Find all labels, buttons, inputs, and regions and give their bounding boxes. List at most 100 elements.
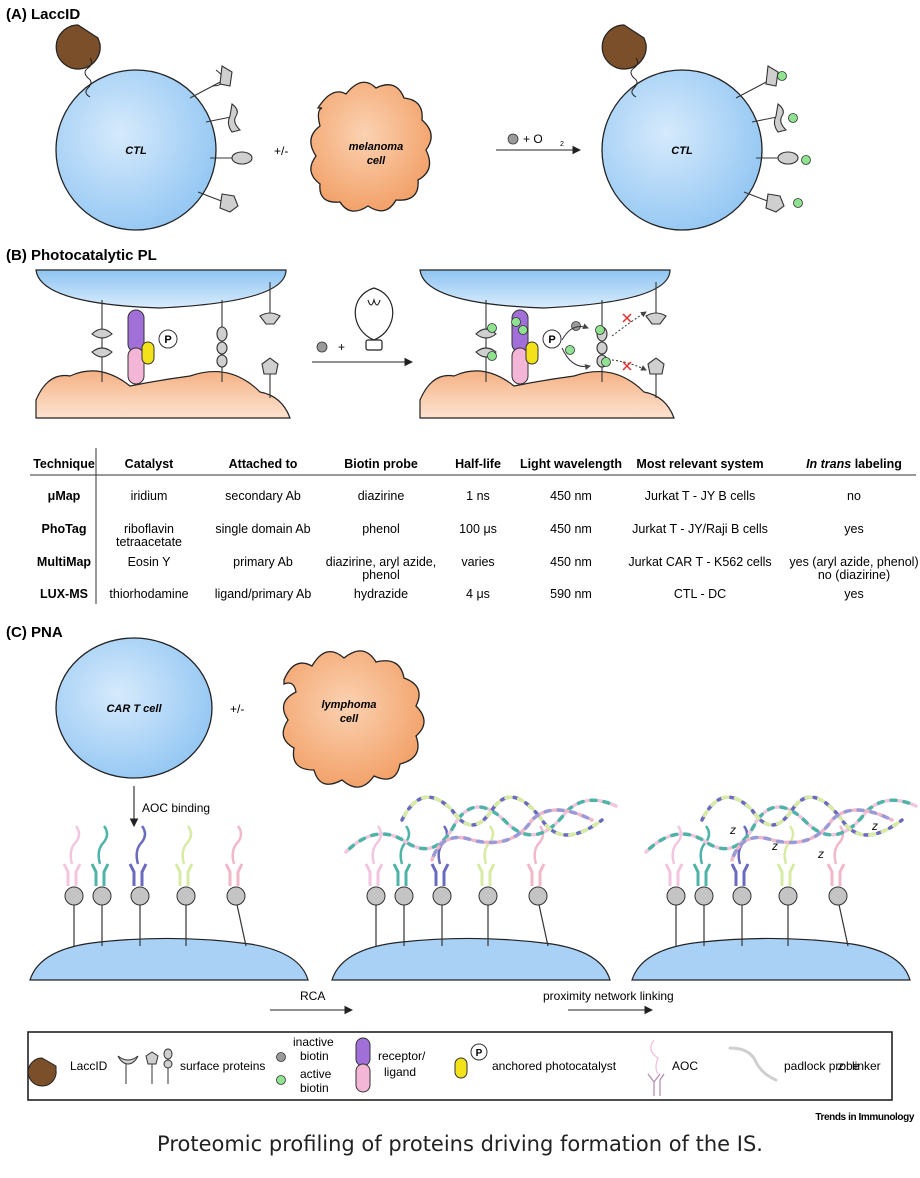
table-header-0: Technique [33,457,95,471]
table-cell-0-system: Jurkat T - JY B cells [645,489,755,503]
table-cell-0-wavelength: 450 nm [550,489,592,503]
ctl-label-right: CTL [671,145,693,157]
photocatalyst-p-left: P [164,334,171,346]
photocatalyst-p-right: P [548,334,555,346]
legend-box: LaccID surface proteins inactive biotin … [27,1031,893,1101]
panel-b-scene-right: P [419,269,675,419]
table-cell-2-technique: MultiMap [37,555,92,569]
table-cell-2-probe: diazirine, aryl azide, [326,555,436,569]
linker-legend-icon: z [837,1059,844,1073]
legend-active-1: active [300,1067,332,1081]
rca-arrow: RCA [270,989,354,1015]
table-cell-0-halflife: 1 ns [466,489,490,503]
ligand-b-left [127,347,145,385]
linker-icon: z [771,839,778,853]
legend-receptor-2: ligand [384,1065,416,1079]
laccid-enzyme-left [55,24,101,98]
table-cell-2-wavelength: 450 nm [550,555,592,569]
table-cell-2-trans: no (diazirine) [818,568,890,582]
aoc-binding-label: AOC binding [142,801,210,815]
active-biotin-legend-icon [276,1075,286,1085]
laccid-enzyme-right [601,24,647,98]
table-cell-1-technique: PhoTag [42,522,87,536]
table-cell-3-technique: LUX-MS [40,587,88,601]
table-cell-1-halflife: 100 μs [459,522,497,536]
surface-protein [826,825,849,947]
table-header-6: Most relevant system [636,457,763,471]
panel-c-plusminus: +/- [230,702,244,716]
table-cell-3-catalyst: thiorhodamine [109,587,188,601]
panel-b-scene-left: P [35,269,291,419]
linker-icon: z [871,819,878,833]
lymphoma-label-1: lymphoma [321,699,376,711]
panel-b-title: (B) Photocatalytic PL [6,247,157,264]
surface-protein [128,825,150,946]
legend-linker: linker [852,1059,881,1073]
table-cell-0-attached: secondary Ab [225,489,301,503]
aoc-binding-arrow: AOC binding [129,786,210,828]
car-t-label: CAR T cell [106,703,162,715]
receptor-ligand-legend-icon [355,1037,371,1093]
panel-a-ctl-right: CTL [601,69,763,231]
surface-protein [90,825,112,946]
surface-protein [526,825,549,947]
legend-photocatalyst: anchored photocatalyst [492,1059,617,1073]
table-header-5: Light wavelength [520,457,622,471]
surface-proteins-legend-icon [117,1048,173,1084]
legend-inactive-2: biotin [300,1049,329,1063]
legend-inactive-1: inactive [293,1035,334,1049]
table-cell-2-probe: phenol [362,568,400,582]
table-cell-3-attached: ligand/primary Ab [215,587,312,601]
linker-icon: z [729,823,736,837]
surface-protein [664,825,686,946]
table-cell-0-catalyst: iridium [131,489,168,503]
melanoma-label-2: cell [367,155,386,167]
surface-protein [224,825,247,947]
table-cell-2-halflife: varies [461,555,494,569]
table-cell-3-system: CTL - DC [674,587,726,601]
panel-a-title: (A) LaccID [6,6,80,23]
table-header-1: Catalyst [125,457,174,471]
table-cell-2-system: Jurkat CAR T - K562 cells [628,555,771,569]
panel-b-plus: + [338,340,345,354]
panel-a-plusminus: +/- [274,144,288,158]
ligand-b-right [511,347,529,385]
inactive-biotin-a [507,133,519,145]
pna-scene-binding [29,825,309,981]
melanoma-label-1: melanoma [349,141,403,153]
rca-label: RCA [300,989,325,1003]
table-cell-3-wavelength: 590 nm [550,587,592,601]
aoc-legend-icon [647,1039,665,1096]
light-bulb-icon [354,287,394,351]
ctl-label-left: CTL [125,145,147,157]
table-cell-1-catalyst: riboflavin [124,522,174,536]
table-cell-2-trans: yes (aryl azide, phenol) [789,555,918,569]
table-cell-0-probe: diazirine [358,489,405,503]
network-label: proximity network linking [543,989,674,1003]
laccid-legend-icon [27,1057,57,1087]
table-cell-0-technique: μMap [48,489,81,503]
journal-credit: Trends in Immunology [815,1112,915,1123]
reagent-label: + O [523,132,543,146]
melanoma-cell: melanoma cell [310,81,432,212]
panel-c-title: (C) PNA [6,624,63,641]
reagent-subscript: 2 [560,141,564,148]
table-cell-3-probe: hydrazide [354,587,408,601]
inactive-biotin-legend-icon [276,1052,286,1062]
panel-a-ctl-left: CTL [55,69,217,231]
surface-protein [476,825,498,946]
legend-aoc: AOC [672,1059,698,1073]
pna-scene-rca [331,795,618,981]
panel-a-reaction-arrow: + O 2 [496,132,582,155]
panel-a-surface-proteins-left [189,65,253,213]
table-cell-1-wavelength: 450 nm [550,522,592,536]
catalyst-b-right [525,341,539,365]
surface-protein [62,825,84,946]
legend-surface: surface proteins [180,1059,265,1073]
surface-protein [174,825,196,946]
legend-p: P [476,1048,483,1059]
legend-padlock: padlock probe [784,1059,860,1073]
